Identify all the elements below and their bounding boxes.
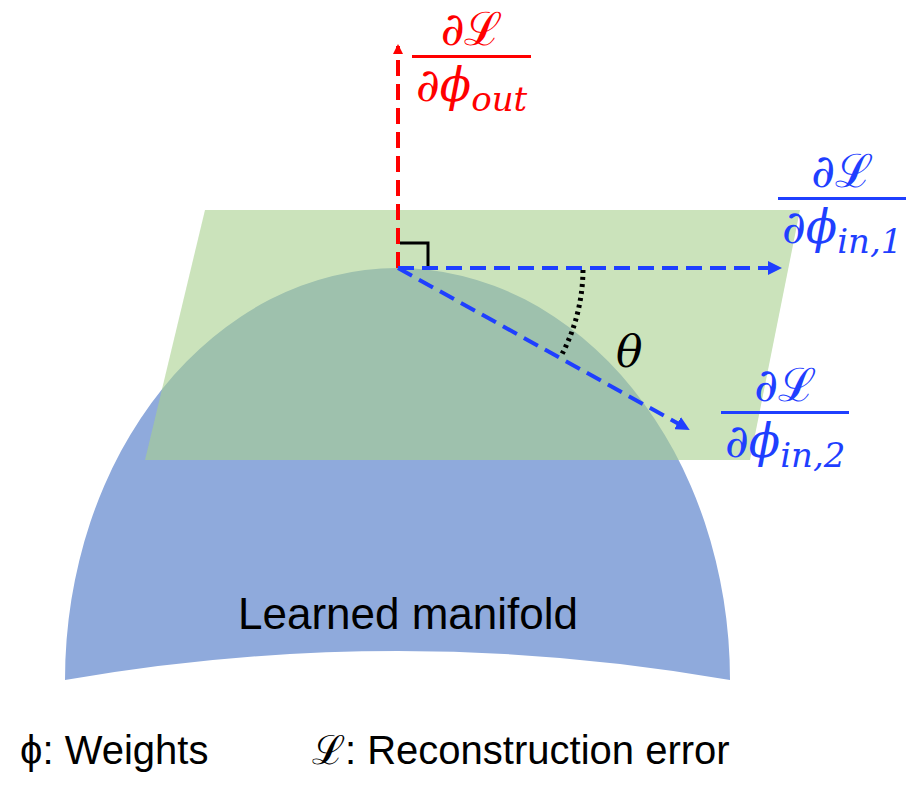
gradient-fraction: ∂ℒ∂ϕin,1 bbox=[778, 146, 906, 260]
gradient-fraction: ∂ℒ∂ϕout bbox=[412, 4, 531, 118]
manifold-label: Learned manifold bbox=[238, 590, 578, 638]
fraction-denominator: ∂ϕin,2 bbox=[721, 411, 849, 475]
gradient-fraction: ∂ℒ∂ϕin,2 bbox=[721, 360, 849, 474]
fraction-variable: ∂ϕ bbox=[725, 414, 780, 468]
angle-arc bbox=[561, 270, 583, 356]
fraction-variable: ∂ϕ bbox=[782, 200, 837, 254]
right-angle-mark bbox=[400, 243, 428, 266]
tangent-gradient-arrow bbox=[398, 268, 688, 429]
fraction-subscript: out bbox=[471, 79, 527, 119]
tangent-gradient-arrow bbox=[398, 266, 780, 270]
fraction-denominator: ∂ϕin,1 bbox=[778, 197, 906, 261]
angle-label: θ bbox=[616, 328, 643, 376]
fraction-numerator: ∂ℒ bbox=[412, 4, 531, 55]
tangent-plane bbox=[145, 210, 800, 460]
legend-note: ϕ: Weights bbox=[20, 728, 208, 772]
fraction-numerator: ∂ℒ bbox=[778, 146, 906, 197]
legend-note: ℒ: Reconstruction error bbox=[312, 728, 730, 772]
fraction-variable: ∂ϕ bbox=[416, 58, 471, 112]
fraction-subscript: in,1 bbox=[837, 221, 902, 261]
fraction-subscript: in,2 bbox=[780, 435, 845, 475]
fraction-denominator: ∂ϕout bbox=[412, 55, 531, 119]
normal-gradient-arrow bbox=[396, 46, 400, 268]
fraction-numerator: ∂ℒ bbox=[721, 360, 849, 411]
